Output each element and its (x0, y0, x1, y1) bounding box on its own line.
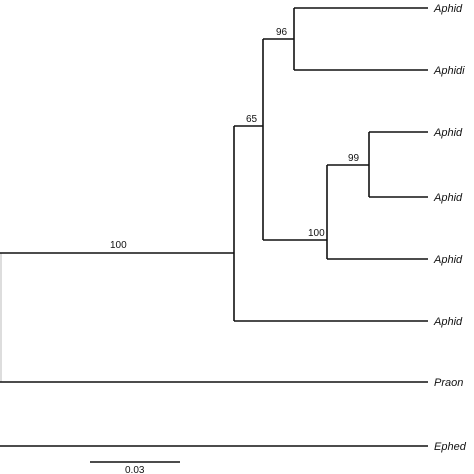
taxon-label-6: Aphid (433, 316, 463, 328)
taxon-label-8: Ephed (434, 441, 467, 453)
scale-bar-label: 0.03 (125, 465, 145, 474)
taxon-label-1: Aphid (433, 3, 463, 15)
support-value-65: 65 (246, 114, 258, 125)
taxon-label-4: Aphid (433, 192, 463, 204)
taxon-label-2: Aphidi (433, 65, 465, 77)
support-value-100-inner: 100 (308, 228, 325, 239)
support-value-96: 96 (276, 27, 288, 38)
taxon-label-7: Praon (434, 377, 463, 389)
taxon-label-5: Aphid (433, 254, 463, 266)
taxon-label-3: Aphid (433, 127, 463, 139)
support-value-99: 99 (348, 153, 360, 164)
support-value-root: 100 (110, 240, 127, 251)
